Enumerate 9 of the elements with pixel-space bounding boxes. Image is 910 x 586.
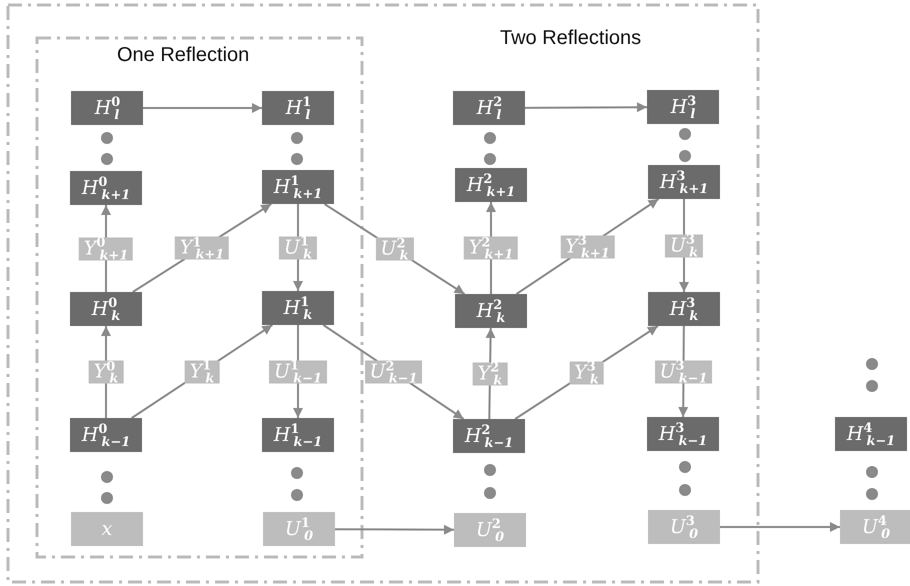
input-box: x — [71, 512, 143, 546]
arrow — [720, 522, 840, 532]
group-frame — [37, 38, 362, 557]
group-title: Two Reflections — [500, 27, 642, 50]
group-title: One Reflection — [117, 44, 250, 67]
arrow — [335, 524, 454, 535]
group-frame — [8, 5, 758, 582]
arrow — [525, 102, 647, 112]
arrow — [143, 103, 262, 113]
